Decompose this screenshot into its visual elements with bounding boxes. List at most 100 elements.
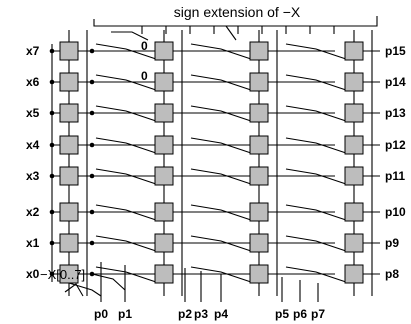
adder-cell bbox=[344, 72, 364, 92]
adder-cell bbox=[249, 72, 269, 92]
row-junction-dot bbox=[89, 240, 95, 246]
diagonal-shift-wire bbox=[95, 43, 157, 60]
diagonal-shift-wire bbox=[285, 137, 347, 154]
diagonal-shift-wire bbox=[190, 137, 252, 154]
adder-cell bbox=[154, 103, 174, 123]
diagonal-shift-wire bbox=[190, 74, 252, 91]
adder-cell bbox=[59, 264, 79, 284]
output-label-p11: p11 bbox=[385, 169, 405, 183]
diagonal-shift-wire bbox=[285, 204, 347, 221]
input-label-x3: x3 bbox=[26, 169, 40, 183]
diagonal-shift-wire bbox=[95, 137, 157, 154]
sign-extension-bracket bbox=[93, 16, 378, 27]
adder-cell bbox=[59, 135, 79, 155]
input-junction-dot bbox=[49, 209, 55, 215]
neg-x-arrow bbox=[64, 283, 84, 297]
diagonal-shift-wire bbox=[285, 266, 347, 283]
output-label-p14: p14 bbox=[385, 75, 406, 89]
label-layer: sign extension of −X 0 0 −X[0..7] x7x6x5… bbox=[26, 4, 406, 321]
output-label-p3: p3 bbox=[194, 307, 208, 321]
adder-cell bbox=[59, 103, 79, 123]
input-junction-dot bbox=[49, 48, 55, 54]
diagonal-shift-wire bbox=[95, 266, 157, 283]
neg-x-label: −X[0..7] bbox=[40, 267, 85, 282]
input-junction-dot bbox=[49, 79, 55, 85]
input-label-x4: x4 bbox=[26, 138, 40, 152]
wire-layer bbox=[51, 16, 380, 302]
output-label-p1: p1 bbox=[118, 307, 132, 321]
diagonal-shift-wire bbox=[95, 168, 157, 185]
output-label-p13: p13 bbox=[385, 106, 406, 120]
adder-cell bbox=[344, 103, 364, 123]
row-junction-dot bbox=[89, 79, 95, 85]
row-junction-dot bbox=[89, 48, 95, 54]
input-label-x1: x1 bbox=[26, 236, 40, 250]
output-label-p10: p10 bbox=[385, 205, 406, 219]
adder-cell bbox=[154, 264, 174, 284]
row-junction-dot bbox=[89, 142, 95, 148]
output-label-p9: p9 bbox=[385, 236, 399, 250]
input-junction-dot bbox=[49, 173, 55, 179]
adder-cell bbox=[59, 41, 79, 61]
adder-cell bbox=[154, 72, 174, 92]
diagonal-shift-wire bbox=[285, 235, 347, 252]
diagonal-shift-wire bbox=[285, 43, 347, 60]
adder-cell bbox=[344, 135, 364, 155]
input-junction-dot bbox=[49, 240, 55, 246]
adder-cell bbox=[249, 202, 269, 222]
adder-cell bbox=[59, 233, 79, 253]
output-label-p8: p8 bbox=[385, 267, 399, 281]
cell-layer bbox=[59, 41, 364, 284]
output-label-p0: p0 bbox=[94, 307, 108, 321]
diagonal-shift-wire bbox=[190, 204, 252, 221]
diagram-title: sign extension of −X bbox=[174, 4, 301, 20]
input-label-x2: x2 bbox=[26, 205, 40, 219]
adder-cell bbox=[154, 202, 174, 222]
input-junction-dot bbox=[49, 142, 55, 148]
diagonal-shift-wire bbox=[285, 74, 347, 91]
output-label-p2: p2 bbox=[178, 307, 192, 321]
adder-cell bbox=[59, 72, 79, 92]
input-junction-dot bbox=[49, 110, 55, 116]
adder-cell bbox=[59, 202, 79, 222]
diagonal-shift-wire bbox=[190, 43, 252, 60]
adder-cell bbox=[249, 103, 269, 123]
diagonal-shift-wire bbox=[95, 204, 157, 221]
diagonal-shift-wire bbox=[190, 235, 252, 252]
diagonal-shift-wire bbox=[95, 235, 157, 252]
sign-extension-wire bbox=[225, 25, 237, 41]
sign-extension-wire bbox=[111, 31, 149, 41]
adder-cell bbox=[249, 233, 269, 253]
adder-cell bbox=[249, 264, 269, 284]
row-junction-dot bbox=[89, 209, 95, 215]
diagonal-shift-wire bbox=[285, 168, 347, 185]
adder-cell bbox=[154, 41, 174, 61]
output-label-p5: p5 bbox=[275, 307, 289, 321]
adder-cell bbox=[344, 166, 364, 186]
input-label-x5: x5 bbox=[26, 106, 40, 120]
output-label-p4: p4 bbox=[214, 307, 228, 321]
input-junction-dot bbox=[49, 271, 55, 277]
zero-label-row7: 0 bbox=[141, 39, 148, 53]
adder-cell bbox=[154, 166, 174, 186]
output-label-p15: p15 bbox=[385, 44, 406, 58]
adder-cell bbox=[344, 264, 364, 284]
adder-cell bbox=[59, 166, 79, 186]
diagonal-shift-wire bbox=[190, 266, 252, 283]
adder-cell bbox=[154, 135, 174, 155]
input-label-x6: x6 bbox=[26, 75, 40, 89]
junction-layer bbox=[49, 48, 95, 277]
row-junction-dot bbox=[89, 173, 95, 179]
input-label-x7: x7 bbox=[26, 44, 40, 58]
diagonal-shift-wire bbox=[95, 74, 157, 91]
adder-cell bbox=[344, 202, 364, 222]
adder-cell bbox=[249, 135, 269, 155]
adder-cell bbox=[249, 41, 269, 61]
adder-cell bbox=[344, 233, 364, 253]
output-label-p6: p6 bbox=[293, 307, 307, 321]
adder-cell bbox=[344, 41, 364, 61]
diagonal-shift-wire bbox=[91, 273, 126, 291]
diagonal-shift-wire bbox=[285, 105, 347, 122]
input-label-x0: x0 bbox=[26, 267, 40, 281]
